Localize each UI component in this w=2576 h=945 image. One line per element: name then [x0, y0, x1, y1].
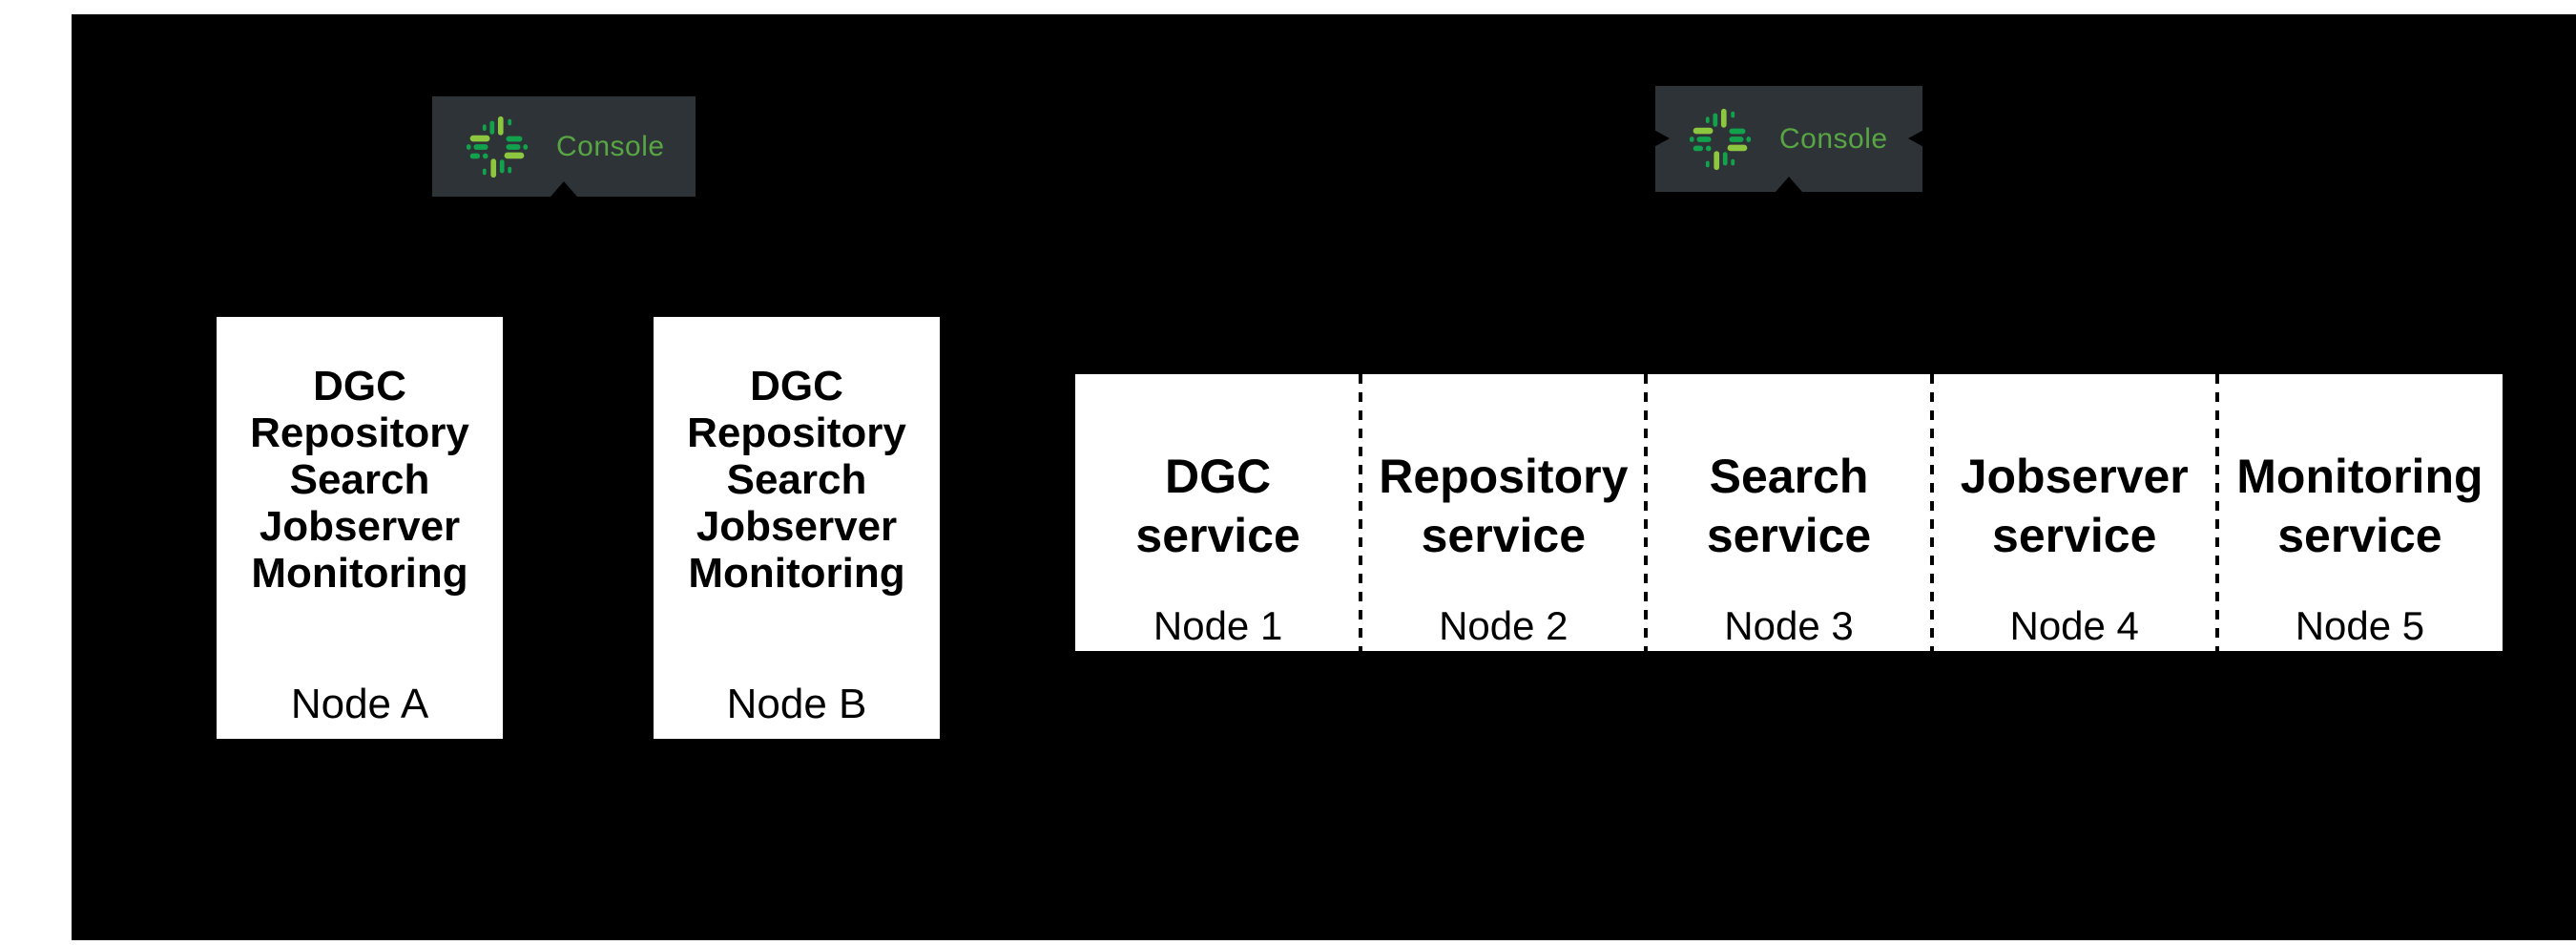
service-row: DGC service Node 1 Repository service No… [1075, 374, 2503, 651]
service-name: Search service [1706, 450, 1872, 562]
connector-arrowhead [1776, 177, 1802, 192]
console-badge-left: Console [432, 96, 696, 197]
diagram-canvas: Console Console DGC [72, 14, 2576, 940]
console-badge-right: Console [1655, 86, 1922, 192]
service-name: Monitoring service [2236, 450, 2483, 562]
service-line: DGC [313, 363, 406, 410]
service-cell-monitoring: Monitoring service Node 5 [2214, 374, 2503, 651]
console-logo-icon [466, 116, 529, 178]
node-label: Node 1 [1153, 603, 1283, 648]
dashed-separator [1644, 374, 1649, 651]
node-label: Node 3 [1724, 603, 1854, 648]
service-line: Repository [687, 410, 906, 456]
connector-arrowhead [1908, 128, 1927, 149]
dashed-separator [1359, 374, 1363, 651]
node-label: Node A [290, 681, 429, 727]
service-cell-search: Search service Node 3 [1644, 374, 1931, 651]
connector-arrowhead [551, 181, 577, 197]
service-name: Repository service [1379, 450, 1629, 562]
node-label: Node B [726, 681, 867, 727]
service-line: Repository [250, 410, 469, 456]
console-label: Console [1779, 122, 1888, 155]
console-logo-icon [1689, 108, 1752, 170]
service-list: DGC Repository Search Jobserver Monitori… [217, 363, 503, 597]
node-label: Node 5 [2295, 603, 2425, 648]
service-line: Search [726, 456, 867, 503]
dashed-separator [1929, 374, 1934, 651]
service-name: Jobserver service [1960, 450, 2189, 562]
node-label: Node 4 [2009, 603, 2139, 648]
service-line: Jobserver [259, 503, 461, 550]
service-line: Monitoring [251, 550, 468, 597]
service-line: Jobserver [696, 503, 898, 550]
service-line: Search [289, 456, 430, 503]
connector-arrowhead [1651, 128, 1670, 149]
node-b-box: DGC Repository Search Jobserver Monitori… [654, 317, 940, 739]
node-label: Node 2 [1439, 603, 1568, 648]
console-label: Console [556, 130, 665, 162]
service-name: DGC service [1135, 450, 1300, 562]
service-cell-dgc: DGC service Node 1 [1075, 374, 1361, 651]
service-cell-repository: Repository service Node 2 [1359, 374, 1646, 651]
service-line: Monitoring [688, 550, 905, 597]
service-list: DGC Repository Search Jobserver Monitori… [654, 363, 940, 597]
node-a-box: DGC Repository Search Jobserver Monitori… [217, 317, 503, 739]
service-cell-jobserver: Jobserver service Node 4 [1929, 374, 2217, 651]
service-line: DGC [750, 363, 843, 410]
dashed-separator [2214, 374, 2219, 651]
